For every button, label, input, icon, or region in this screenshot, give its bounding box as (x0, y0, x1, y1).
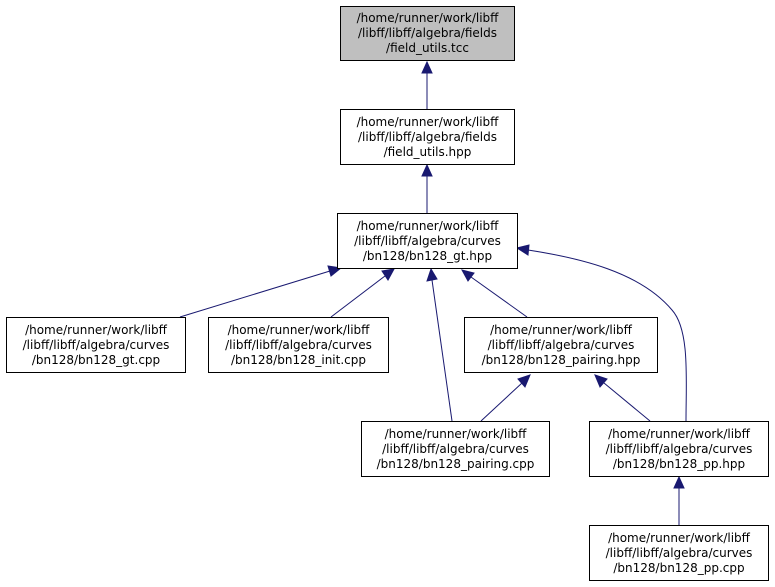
node-label-line: /bn128/bn128_pairing.hpp (481, 352, 641, 367)
node-label-line: /libff/libff/algebra/curves (225, 337, 372, 352)
node-label-line: /bn128/bn128_pairing.cpp (376, 456, 535, 471)
node-label-line: /bn128/bn128_pp.hpp (612, 456, 746, 471)
edge-bn128-init-cpp-to-bn128-gt-hpp (330, 275, 386, 318)
node-label-line: /home/runner/work/libff (490, 322, 632, 337)
edge-bn128-pp-hpp-to-bn128-gt-hpp (527, 249, 687, 422)
node-label-line: /bn128/bn128_pp.cpp (613, 560, 745, 575)
node-bn128-gt-hpp[interactable]: /home/runner/work/libff /libff/libff/alg… (337, 213, 518, 269)
node-label-line: /home/runner/work/libff (25, 322, 167, 337)
node-label-line: /home/runner/work/libff (356, 218, 499, 233)
edge-bn128-pairing-cpp-to-bn128-gt-hpp (431, 279, 453, 422)
edge-bn128-pp-hpp-to-bn128-pairing-hpp (603, 382, 651, 422)
node-bn128-init-cpp[interactable]: /home/runner/work/libff /libff/libff/alg… (208, 317, 389, 373)
node-field-utils-tcc: /home/runner/work/libff /libff/libff/alg… (340, 6, 515, 61)
node-label-line: /bn128/bn128_gt.hpp (362, 248, 493, 263)
node-bn128-pp-cpp[interactable]: /home/runner/work/libff /libff/libff/alg… (589, 525, 769, 581)
node-label-line: /field_utils.tcc (386, 41, 469, 55)
node-label-line: /libff/libff/algebra/curves (22, 337, 170, 352)
node-label-line: /home/runner/work/libff (608, 530, 750, 545)
edge-arrowhead (461, 269, 475, 282)
node-label-line: /libff/libff/algebra/curves (487, 337, 635, 352)
edge-bn128-gt-cpp-to-bn128-gt-hpp (179, 270, 331, 318)
edge-bn128-pairing-cpp-to-bn128-pairing-hpp (480, 382, 523, 422)
edge-arrowhead (673, 475, 685, 489)
node-label-line: /libff/libff/algebra/fields (357, 129, 497, 144)
node-label-line: /field_utils.hpp (383, 144, 472, 159)
edge-arrowhead (594, 374, 608, 388)
node-label-line: /bn128/bn128_gt.cpp (31, 352, 161, 367)
node-label-line: /home/runner/work/libff (608, 426, 750, 441)
node-bn128-pairing-hpp[interactable]: /home/runner/work/libff /libff/libff/alg… (464, 317, 658, 373)
edge-bn128-pairing-hpp-to-bn128-gt-hpp (470, 276, 528, 318)
node-bn128-pairing-cpp[interactable]: /home/runner/work/libff /libff/libff/alg… (361, 421, 550, 477)
node-label-line: /home/runner/work/libff (356, 114, 499, 129)
node-label-line: /home/runner/work/libff (384, 426, 527, 441)
edge-arrowhead (421, 163, 433, 177)
edge-arrowhead (515, 244, 530, 256)
edge-arrowhead (381, 268, 395, 281)
node-label-line: /libff/libff/algebra/curves (605, 545, 753, 560)
node-label-line: /home/runner/work/libff (227, 322, 370, 337)
edge-arrowhead (517, 374, 531, 388)
node-field-utils-hpp[interactable]: /home/runner/work/libff /libff/libff/alg… (340, 109, 515, 165)
edge-arrowhead (426, 267, 438, 282)
node-bn128-gt-cpp[interactable]: /home/runner/work/libff /libff/libff/alg… (6, 317, 186, 373)
node-bn128-pp-hpp[interactable]: /home/runner/work/libff /libff/libff/alg… (589, 421, 769, 477)
node-label-line: /home/runner/work/libff (356, 11, 499, 25)
edge-arrowhead (421, 60, 433, 74)
node-label-line: /libff/libff/algebra/curves (605, 441, 753, 456)
node-label-line: /bn128/bn128_init.cpp (231, 352, 366, 367)
node-label-line: /libff/libff/algebra/fields (357, 26, 497, 40)
node-label-line: /libff/libff/algebra/curves (382, 441, 529, 456)
node-label-line: /libff/libff/algebra/curves (354, 233, 501, 248)
